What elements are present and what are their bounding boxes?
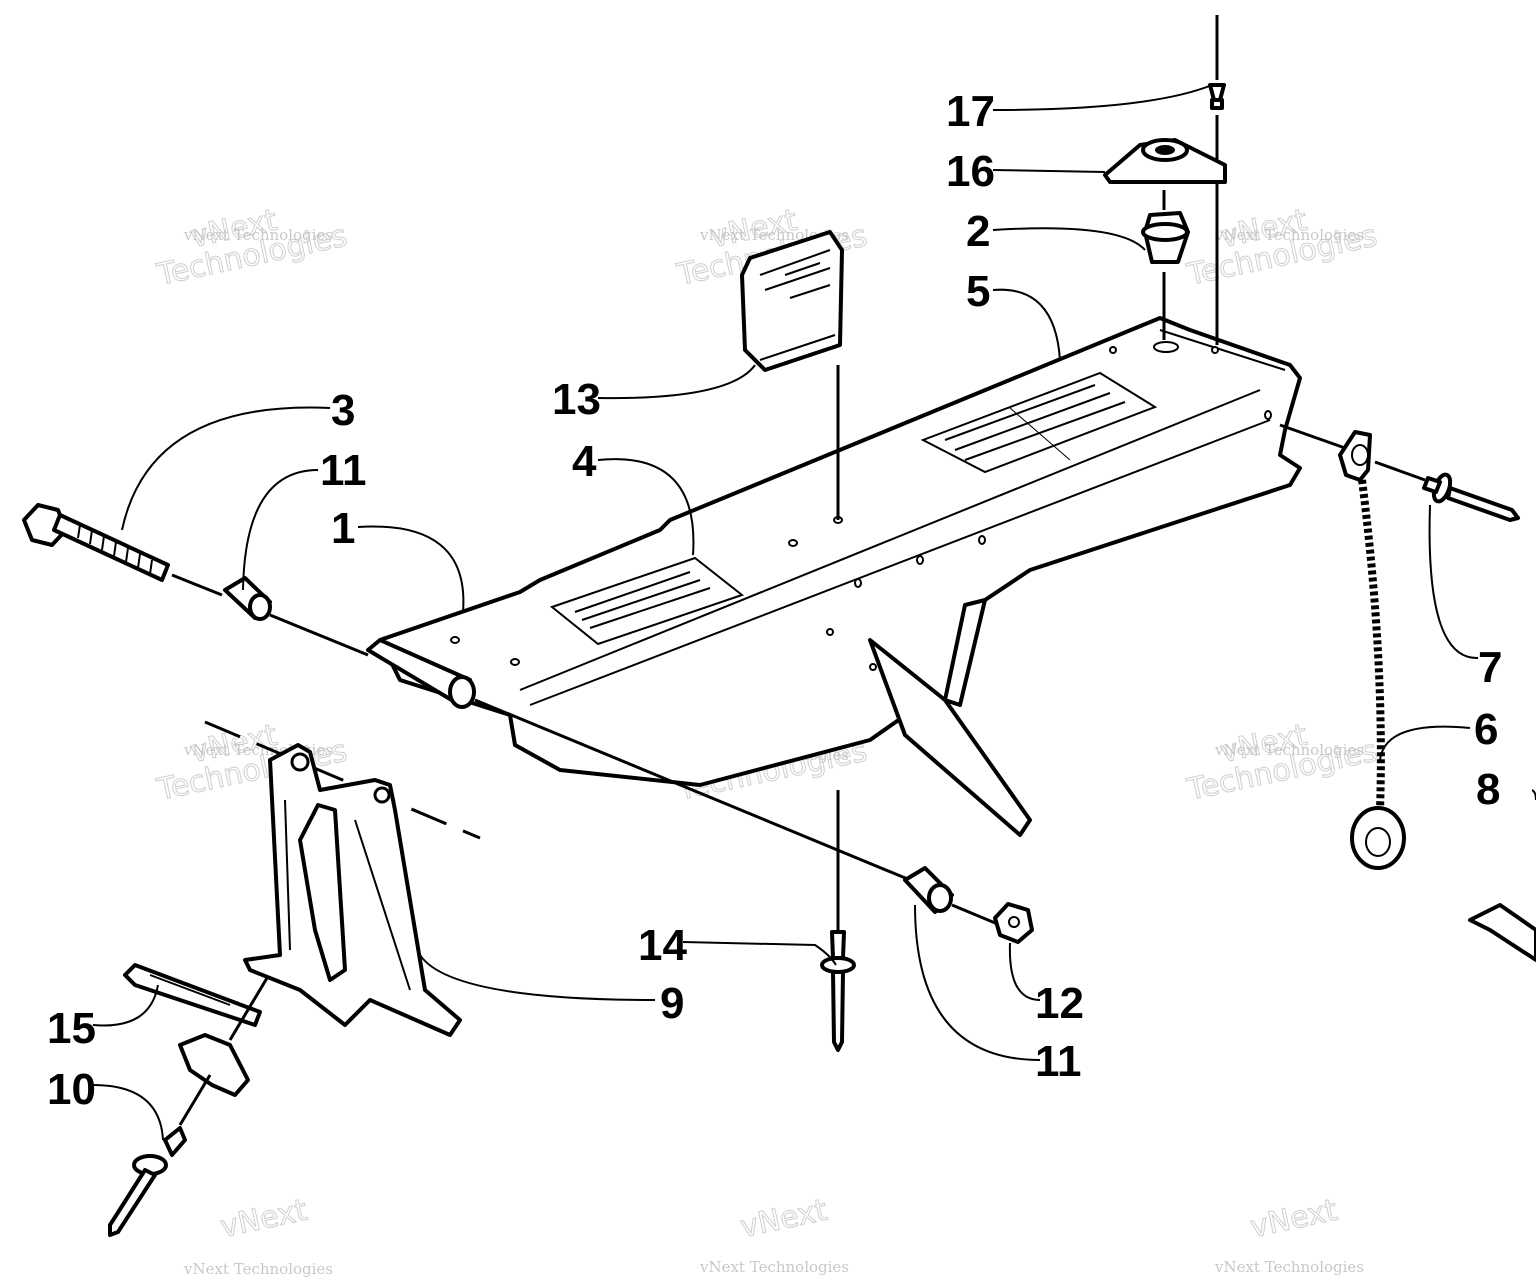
callout-8: 8: [1476, 765, 1500, 814]
axis-line: [171, 573, 223, 597]
callout-11-upper: 11: [320, 446, 367, 495]
leader-lines: [92, 84, 1479, 1141]
callout-1: 1: [331, 504, 355, 553]
cable-clip: [740, 230, 844, 372]
watermark-small: vNext Technologies: [1214, 741, 1364, 759]
watermark-small: vNext Technologies: [183, 226, 333, 244]
watermark-small: vNext Technologies: [1214, 226, 1364, 244]
callout-6: 6: [1474, 705, 1498, 754]
tether-strap: [1338, 430, 1406, 870]
knob-rivet: [108, 1033, 250, 1237]
callout-5: 5: [966, 267, 990, 316]
bushing-left: [223, 576, 272, 621]
axis-line: [228, 977, 269, 1041]
callout-12: 12: [1035, 979, 1084, 1028]
callout-15: 15: [47, 1004, 96, 1053]
callout-2: 2: [966, 207, 990, 256]
axis-line: [1279, 423, 1346, 450]
watermark-vnext: vNext: [217, 1193, 310, 1246]
callout-10: 10: [47, 1065, 96, 1114]
callout-7: 7: [1478, 643, 1502, 692]
decal-5: [920, 371, 1158, 474]
roller-tube: [366, 638, 476, 709]
callout-14: 14: [638, 921, 687, 970]
callout-3: 3: [331, 386, 355, 435]
watermark-vnext: vNext: [1247, 1193, 1340, 1246]
rivet-14: [820, 790, 856, 1052]
bushing-right: [903, 866, 954, 914]
watermark-small: vNext Technologies: [699, 1258, 849, 1276]
axis-line: [951, 903, 1001, 927]
callout-9: 9: [660, 979, 684, 1028]
watermark-small: vNext Technologies: [1214, 1258, 1364, 1276]
watermark-vnext: vNext: [737, 1193, 830, 1246]
grommet-plate: [1103, 138, 1227, 184]
callout-17: 17: [946, 87, 995, 136]
decal-4: [549, 556, 745, 646]
bolt: [22, 503, 170, 582]
callout-16: 16: [946, 147, 995, 196]
main-bracket: [378, 316, 1302, 837]
pin-8: [1468, 789, 1536, 962]
backing-plate: [123, 963, 262, 1027]
axis-line: [269, 613, 369, 657]
rivet-17: [1208, 15, 1226, 110]
callouts: 17 16 2 5 13 3 11 1 4 7 6 8 14 9 12 11 1…: [47, 87, 1502, 1114]
stand-bracket: [204, 720, 481, 1037]
callout-13: 13: [552, 375, 601, 424]
callout-11-lower: 11: [1035, 1037, 1082, 1086]
grommet: [1141, 211, 1190, 264]
nut: [993, 902, 1034, 944]
axis-line: [1374, 460, 1426, 482]
rivet-7: [1422, 472, 1520, 522]
watermark-small: vNext Technologies: [183, 1260, 333, 1278]
callout-4: 4: [572, 437, 597, 486]
